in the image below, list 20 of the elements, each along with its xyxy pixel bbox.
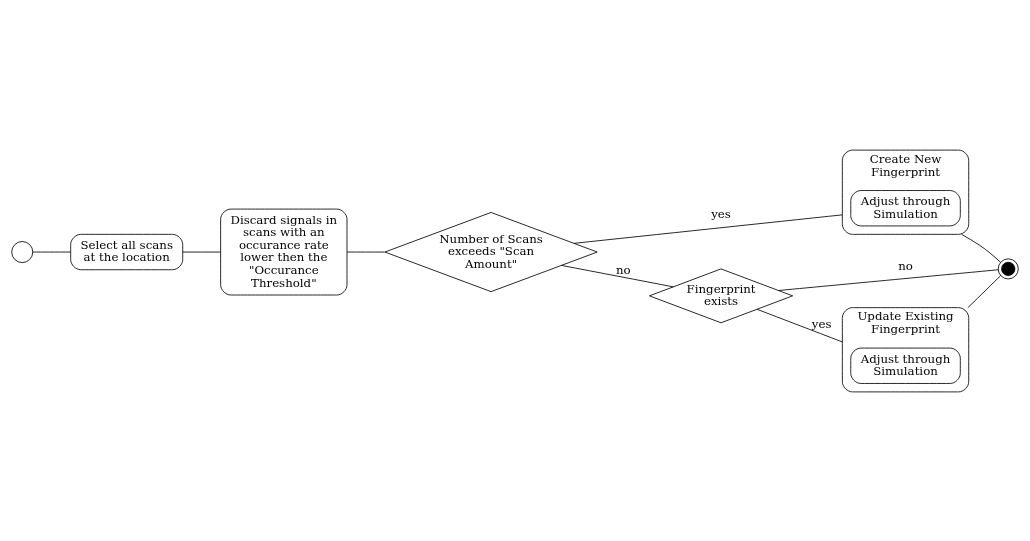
node-circle <box>11 240 34 263</box>
node-diamond: Fingerprint exists <box>649 267 794 323</box>
node-diamond: Number of Scans exceeds "Scan Amount" <box>384 211 598 292</box>
connector <box>961 233 1001 263</box>
connector <box>32 251 71 252</box>
connector <box>778 268 999 291</box>
connector <box>346 251 386 252</box>
node-box: Discard signals in scans with an occurance rate lower then the "Occurance Threshold" <box>220 208 348 295</box>
connector <box>573 213 843 244</box>
edge-label: no <box>898 258 913 273</box>
node-box: Adjust through Simulation <box>850 189 961 226</box>
connector <box>182 251 221 252</box>
connector <box>561 264 674 287</box>
edge-label: yes <box>811 316 832 331</box>
edge-label: no <box>615 262 631 277</box>
edge-label: yes <box>711 206 731 221</box>
connector <box>756 308 843 342</box>
connector <box>967 274 1001 308</box>
node-box: Adjust through Simulation <box>850 347 961 384</box>
node-box: Select all scans at the location <box>70 233 184 270</box>
